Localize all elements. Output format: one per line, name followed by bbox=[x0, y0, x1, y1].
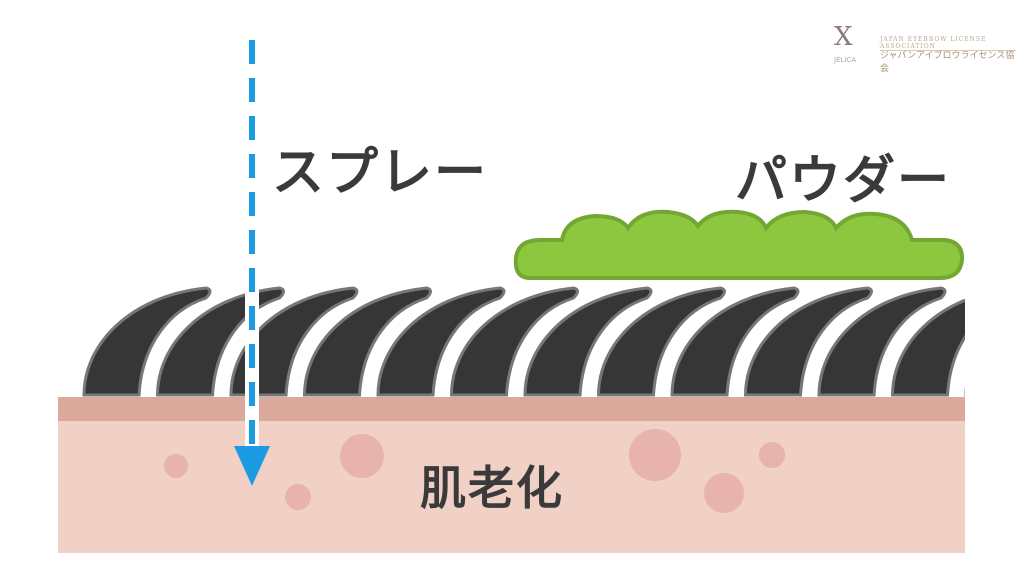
skin-spot bbox=[704, 473, 744, 513]
powder-cloud bbox=[513, 209, 965, 280]
skin-aging-label: 肌老化 bbox=[420, 461, 564, 515]
hair-strand bbox=[82, 286, 212, 397]
hair-strand bbox=[302, 286, 432, 397]
hair-strand bbox=[449, 286, 579, 397]
skin-surface bbox=[58, 397, 965, 421]
hair-strand bbox=[743, 286, 873, 397]
skin-spot bbox=[759, 442, 785, 468]
skin-spot bbox=[340, 434, 384, 478]
hair-strand bbox=[817, 286, 947, 397]
skin-spot bbox=[629, 429, 681, 481]
hair-strand bbox=[670, 286, 800, 397]
hair-strand bbox=[523, 286, 653, 397]
spray-label: スプレー bbox=[272, 143, 489, 203]
logo-english: JAPAN EYEBROW LICENSE ASSOCIATION bbox=[880, 36, 1016, 51]
hair-strands bbox=[82, 286, 965, 397]
logo-japanese: ジャパンアイブロウライセンス協会 bbox=[880, 51, 1015, 74]
hair-strand bbox=[890, 298, 965, 397]
hair-strand bbox=[596, 286, 726, 397]
hair-strand bbox=[964, 387, 965, 397]
hair-strand bbox=[376, 286, 506, 397]
hair-strand bbox=[155, 286, 285, 397]
skin bbox=[58, 397, 965, 553]
logo-mark-icon: X bbox=[834, 22, 853, 52]
skin-spot bbox=[164, 454, 188, 478]
skin-spots bbox=[164, 429, 785, 513]
logo: X JELICA JAPAN EYEBROW LICENSE ASSOCIATI… bbox=[826, 22, 1016, 74]
spray-arrow-head-icon bbox=[234, 446, 270, 486]
powder-label: パウダー bbox=[735, 151, 952, 211]
skin-spot bbox=[285, 484, 311, 510]
logo-abbr: JELICA bbox=[834, 56, 857, 64]
